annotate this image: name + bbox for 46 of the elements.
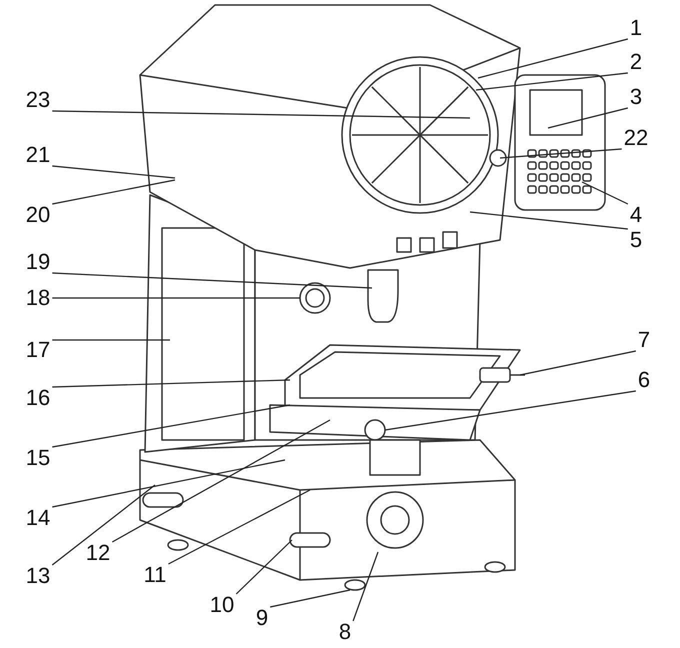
callout-number: 3: [630, 86, 642, 108]
leader-line: [52, 165, 176, 179]
leader-line: [236, 540, 292, 594]
callout-number: 4: [630, 204, 642, 226]
callout-number: 8: [338, 621, 352, 643]
leader-line: [548, 107, 628, 129]
leader-line: [476, 72, 628, 91]
callout-number: 21: [26, 144, 50, 166]
leader-line: [52, 404, 290, 448]
leader-line: [270, 589, 350, 608]
leader-line: [470, 211, 628, 230]
leader-line: [582, 181, 628, 205]
callout-number: 16: [26, 387, 50, 409]
leader-line: [500, 148, 622, 159]
leader-line: [168, 489, 310, 565]
leader-line: [352, 552, 379, 622]
callout-number: 22: [624, 127, 648, 149]
callout-number: 20: [26, 204, 50, 226]
leader-line: [52, 110, 470, 119]
callout-number: 23: [26, 89, 50, 111]
callout-number: 12: [86, 542, 110, 564]
callout-number: 10: [210, 594, 234, 616]
leader-line: [520, 350, 636, 376]
callout-number: 2: [630, 51, 642, 73]
callout-number: 13: [26, 565, 50, 587]
callout-number: 1: [630, 17, 642, 39]
callout-number: 5: [630, 229, 642, 251]
leader-line: [478, 38, 628, 79]
callout-number: 14: [26, 507, 50, 529]
leader-line: [52, 379, 290, 388]
leader-line: [112, 419, 330, 543]
leader-line: [52, 484, 156, 566]
callout-number: 19: [26, 251, 50, 273]
leader-line: [384, 390, 636, 431]
leader-line: [52, 179, 176, 205]
leader-line: [52, 459, 286, 508]
leader-line: [52, 272, 372, 289]
leader-line: [52, 339, 170, 341]
callout-number: 9: [256, 607, 268, 629]
callout-number: 6: [638, 369, 650, 391]
callout-number: 17: [26, 339, 50, 361]
callout-number: 18: [26, 287, 50, 309]
callout-number: 11: [144, 564, 166, 586]
callout-number: 7: [638, 329, 650, 351]
callout-number: 15: [26, 447, 50, 469]
leader-line: [52, 297, 300, 299]
